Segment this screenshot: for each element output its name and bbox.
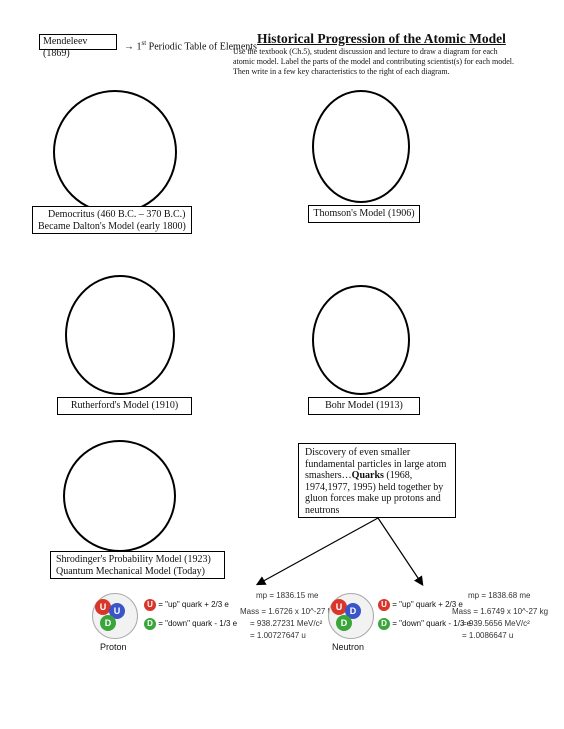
neutron-mass-u: = 1.0086647 u [462,631,514,640]
proton-mass-symbol: mp = 1836.15 me [256,591,319,600]
periodic-suffix: Periodic Table of Elements [146,41,257,53]
neutron-quark-3: D [336,615,352,631]
discovery-text-bold: Quarks [351,470,384,481]
proton-down-charge: - 1/3 e [214,619,238,629]
proton-mass-kg: Mass = 1.6726 x 10^-27 kg [240,607,337,616]
mendeleev-box: Mendeleev (1869) [39,34,117,59]
democritus-circle [53,90,177,214]
proton-diagram: U U D [92,593,140,643]
up-quark-badge: U [144,599,156,611]
discovery-text-post: (1968, 1974,1977, 1995) held together by… [305,470,444,516]
quark-discovery-box: Discovery of even smaller fundamental pa… [298,443,456,518]
democritus-label-box: Democritus (460 B.C. – 370 B.C.) Became … [32,206,192,234]
mendeleev-label: Mendeleev (1869) [43,36,88,59]
neutron-up-charge: + 2/3 e [438,600,463,610]
neutron-diagram: U D D [328,593,376,643]
down-quark-badge-neutron: D [378,618,390,630]
democritus-line2: Became Dalton's Model (early 1800) [38,221,186,232]
thomson-label-box: Thomson's Model (1906) [308,205,420,223]
proton-up-charge: + 2/3 e [204,600,229,610]
shrodinger-label-box: Shrodinger's Probability Model (1923) Qu… [50,551,225,579]
arrow-to-neutron [377,517,424,586]
proton-up-legend: U = "up" quark + 2/3 e [144,599,229,611]
rutherford-label: Rutherford's Model (1910) [70,400,179,411]
neutron-quark-2: D [345,603,361,619]
page-title: Historical Progression of the Atomic Mod… [257,31,506,46]
proton-mass-mev: = 938.27231 MeV/c² [250,619,323,628]
periodic-table-note: → 1st Periodic Table of Elements [124,37,257,53]
proton-quark-3: D [100,615,116,631]
proton-down-label: = "down" quark [158,619,213,629]
proton-up-label: = "up" quark [158,600,202,610]
instructions: Use the textbook (Ch.5), student discuss… [233,47,515,76]
arrow-to-proton [255,517,379,586]
neutron-name: Neutron [332,642,365,652]
rutherford-label-box: Rutherford's Model (1910) [57,397,192,415]
up-quark-badge-neutron: U [378,599,390,611]
neutron-down-legend: D = "down" quark - 1/3 e [378,618,471,630]
thomson-label: Thomson's Model (1906) [313,208,415,219]
bohr-label: Bohr Model (1913) [325,400,403,411]
proton-name: Proton [100,642,127,652]
neutron-up-legend: U = "up" quark + 2/3 e [378,599,463,611]
neutron-mass-block: mp = 1838.68 me Mass = 1.6749 x 10^-27 k… [452,590,548,642]
discovery-text-pre: Discovery of even smaller fundamental pa… [305,447,447,481]
proton-quark-1: U [95,599,111,615]
thomson-circle [312,90,410,203]
proton-down-legend: D = "down" quark - 1/3 e [144,618,237,630]
proton-quark-2: U [109,603,125,619]
neutron-mass-kg: Mass = 1.6749 x 10^-27 kg [452,607,549,616]
bohr-circle [312,285,410,395]
neutron-down-charge: - 1/3 e [448,619,472,629]
bohr-label-box: Bohr Model (1913) [308,397,420,415]
arrow-icon: → [124,41,134,53]
neutron-quark-1: U [331,599,347,615]
rutherford-circle [65,275,175,395]
proton-mass-block: mp = 1836.15 me Mass = 1.6726 x 10^-27 k… [240,590,336,642]
shrodinger-line1: Shrodinger's Probability Model (1923) [56,554,211,565]
shrodinger-line2: Quantum Mechanical Model (Today) [56,566,205,577]
neutron-mass-symbol: mp = 1838.68 me [468,591,531,600]
neutron-down-label: = "down" quark [392,619,447,629]
neutron-mass-mev: = 939.5656 MeV/c² [462,619,530,628]
proton-mass-u: = 1.00727647 u [250,631,306,640]
periodic-sup: st [141,39,147,47]
periodic-prefix: 1 [136,41,142,53]
down-quark-badge: D [144,618,156,630]
democritus-line1: Democritus (460 B.C. – 370 B.C.) [48,209,186,220]
neutron-up-label: = "up" quark [392,600,436,610]
